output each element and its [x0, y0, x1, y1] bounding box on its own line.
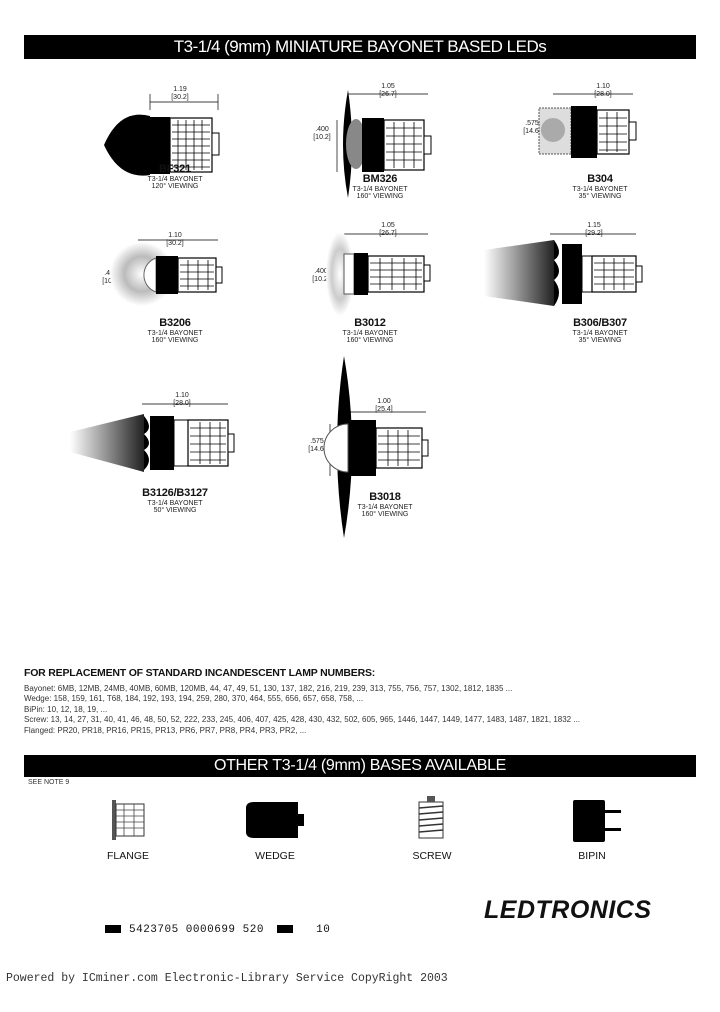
replacement-flanged: Flanged: PR20, PR18, PR16, PR15, PR13, P…: [24, 725, 307, 735]
see-note: SEE NOTE 9: [28, 779, 70, 786]
base-label: SCREW: [412, 850, 452, 862]
caption-b306-b307: B306/B307 T3-1/4 BAYONET 35° VIEWING: [555, 317, 645, 344]
b3018-led-icon: [323, 356, 429, 538]
replacement-wedge: Wedge: 158, 159, 161, T68, 184, 192, 193…: [24, 694, 364, 703]
caption-b304: B304 T3-1/4 BAYONET 35° VIEWING: [555, 173, 645, 200]
b3126-b3127-led-icon: [70, 403, 235, 472]
wedge-base-icon: [246, 802, 304, 838]
dim-width: 1.19[30.2]: [171, 86, 189, 101]
document-code: 5423705 0000699 520 10: [105, 924, 330, 936]
dim-height: .400[10.2]: [313, 126, 331, 141]
bf321-led-icon: [104, 94, 220, 176]
product-b3206: 1.10[30.2] .400[10.2]: [100, 226, 250, 316]
b304-led-icon: [538, 93, 637, 158]
dim-width: 1.10[28.0]: [173, 392, 191, 407]
product-bf321: 1.19[30.2]: [100, 80, 250, 190]
dim-width: 1.10[28.0]: [594, 83, 612, 98]
other-bases-banner: OTHER T3-1/4 (9mm) BASES AVAILABLE: [24, 755, 696, 777]
dim-width: 1.10[30.2]: [166, 232, 184, 247]
caption-b3018: B3018 T3-1/4 BAYONET 160° VIEWING: [340, 491, 430, 518]
barcode-block-icon: [105, 925, 121, 934]
product-b3018: 1.00[25.4] .575[14.6]: [300, 352, 460, 542]
product-name: B3012: [354, 317, 386, 329]
brand-logo: LEDTRONICS: [484, 896, 652, 924]
bm326-led-icon: [336, 90, 432, 198]
caption-bf321: BF321 T3-1/4 BAYONET 120° VIEWING: [130, 163, 220, 190]
product-b306-b307: 1.15[29.2]: [478, 220, 678, 320]
replacement-bipin: BiPin: 10, 12, 18, 19, ...: [24, 704, 108, 714]
dim-height: .575[14.6]: [523, 120, 541, 135]
screw-base-icon: [418, 796, 444, 839]
replacement-bayonet: Bayonet: 6MB, 12MB, 24MB, 40MB, 60MB, 12…: [24, 683, 513, 693]
caption-b3012: B3012 T3-1/4 BAYONET 160° VIEWING: [325, 317, 415, 344]
b306-b307-led-icon: [484, 233, 643, 306]
dim-height: .400[10.2]: [312, 268, 330, 283]
footer-credit: Powered by ICminer.com Electronic-Librar…: [6, 972, 448, 985]
dim-width: 1.15[29.2]: [585, 222, 603, 237]
barcode-block-icon: [277, 925, 294, 934]
product-name: B306/B307: [573, 317, 627, 329]
flange-base-icon: [112, 800, 145, 840]
product-name: B3018: [369, 491, 401, 503]
product-bm326: 1.05[26.7] .400[10.2]: [310, 80, 460, 198]
barcode-text: 5423705 0000699 520: [129, 924, 264, 936]
product-b304: 1.10[28.0] .575[14.6]: [515, 80, 665, 190]
product-b3012: 1.05[26.7] .400[10.2]: [310, 220, 460, 320]
page-number: 10: [316, 924, 331, 936]
replacement-screw: Screw: 13, 14, 27, 31, 40, 41, 46, 48, 5…: [24, 715, 581, 724]
b3012-led-icon: [326, 232, 431, 316]
dim-height: .575[14.6]: [308, 438, 326, 453]
base-bipin: BIPIN: [542, 794, 642, 862]
replacement-heading: FOR REPLACEMENT OF STANDARD INCANDESCENT…: [24, 667, 376, 679]
bipin-base-icon: [573, 800, 621, 842]
base-label: FLANGE: [106, 850, 149, 862]
base-label: BIPIN: [578, 850, 606, 862]
product-name: BF321: [158, 163, 192, 175]
caption-b3126-b3127: B3126/B3127 T3-1/4 BAYONET 50° VIEWING: [125, 487, 225, 514]
replacement-section: FOR REPLACEMENT OF STANDARD INCANDESCENT…: [24, 668, 704, 736]
dim-width: 1.05[26.7]: [379, 83, 397, 98]
page-title: T3-1/4 (9mm) MINIATURE BAYONET BASED LED…: [24, 35, 696, 59]
dim-width: 1.05[26.7]: [379, 222, 397, 237]
product-name: B3126/B3127: [142, 487, 208, 499]
product-b3126-b3127: 1.10[28.0]: [62, 386, 252, 486]
caption-bm326: BM326 T3-1/4 BAYONET 160° VIEWING: [335, 173, 425, 200]
product-name: BM326: [362, 173, 398, 185]
base-flange: FLANGE: [78, 794, 178, 862]
base-screw: SCREW: [382, 794, 482, 862]
base-label: WEDGE: [255, 850, 295, 862]
b3206-led-icon: [110, 239, 223, 306]
base-wedge: WEDGE: [225, 794, 325, 862]
product-name: B304: [587, 173, 613, 185]
dim-width: 1.00[25.4]: [375, 398, 393, 413]
caption-b3206: B3206 T3-1/4 BAYONET 160° VIEWING: [130, 317, 220, 344]
product-name: B3206: [159, 317, 191, 329]
